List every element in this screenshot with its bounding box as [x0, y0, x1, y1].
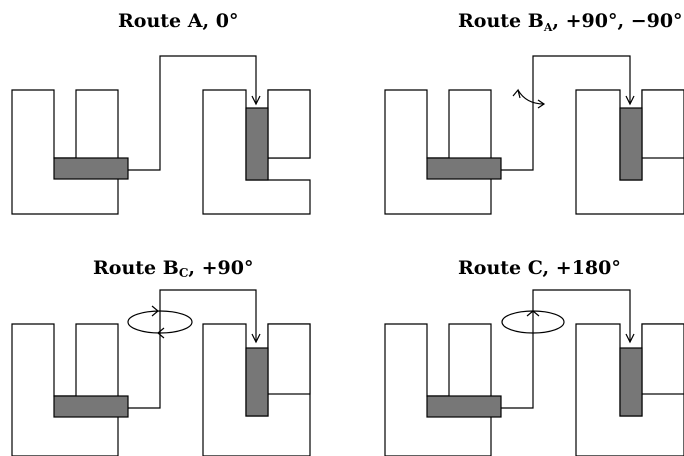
title-route-ba-subscript: A — [543, 21, 553, 34]
route-a-arrow-icon — [251, 95, 261, 106]
panel-route-a — [11, 55, 311, 215]
route-a-right-channel — [267, 89, 311, 159]
route-c-left-billet — [426, 395, 502, 418]
route-ba-left-die — [384, 89, 492, 215]
route-bc-right-channel — [267, 323, 311, 395]
route-bc-rotation-ellipse — [127, 310, 193, 334]
panel-route-c — [384, 289, 684, 456]
route-ba-left-billet — [426, 157, 502, 180]
route-ba-rotation-arrow-end-icon — [537, 99, 546, 109]
route-bc-left-die — [11, 323, 119, 456]
route-ba-rotation-arrow-icon — [512, 88, 521, 99]
route-bc-left-billet — [53, 395, 129, 418]
panel-route-ba — [384, 55, 684, 215]
route-ba-right-billet — [619, 107, 643, 181]
route-c-transfer-path — [501, 289, 631, 409]
route-c-right-billet — [619, 347, 643, 417]
route-bc-rotation-arrow-top-icon — [151, 305, 159, 317]
title-route-bc: Route BC, +90° — [93, 257, 254, 280]
route-c-rotation-arrow-icon — [526, 310, 540, 317]
route-bc-rotation-arrow-bottom-icon — [157, 327, 165, 339]
panel-route-bc — [11, 289, 311, 456]
title-route-c: Route C, +180° — [458, 257, 621, 279]
route-a-right-billet — [245, 107, 269, 181]
route-ba-transfer-path — [501, 55, 631, 171]
route-bc-right-billet — [245, 347, 269, 417]
route-c-arrow-icon — [625, 333, 635, 344]
route-bc-transfer-path — [128, 289, 257, 409]
title-route-a: Route A, 0° — [118, 10, 239, 32]
route-a-left-die — [11, 89, 119, 215]
route-ba-rotation-arc — [517, 89, 545, 105]
route-c-left-die — [384, 323, 492, 456]
route-a-left-billet — [53, 157, 129, 180]
route-ba-right-channel — [641, 89, 684, 159]
title-route-ba: Route BA, +90°, −90° — [458, 10, 683, 34]
route-a-transfer-path — [128, 55, 257, 171]
route-c-right-channel — [641, 323, 684, 395]
title-route-bc-subscript: C — [178, 266, 189, 280]
route-bc-arrow-icon — [251, 333, 261, 344]
route-ba-arrow-icon — [625, 95, 635, 106]
